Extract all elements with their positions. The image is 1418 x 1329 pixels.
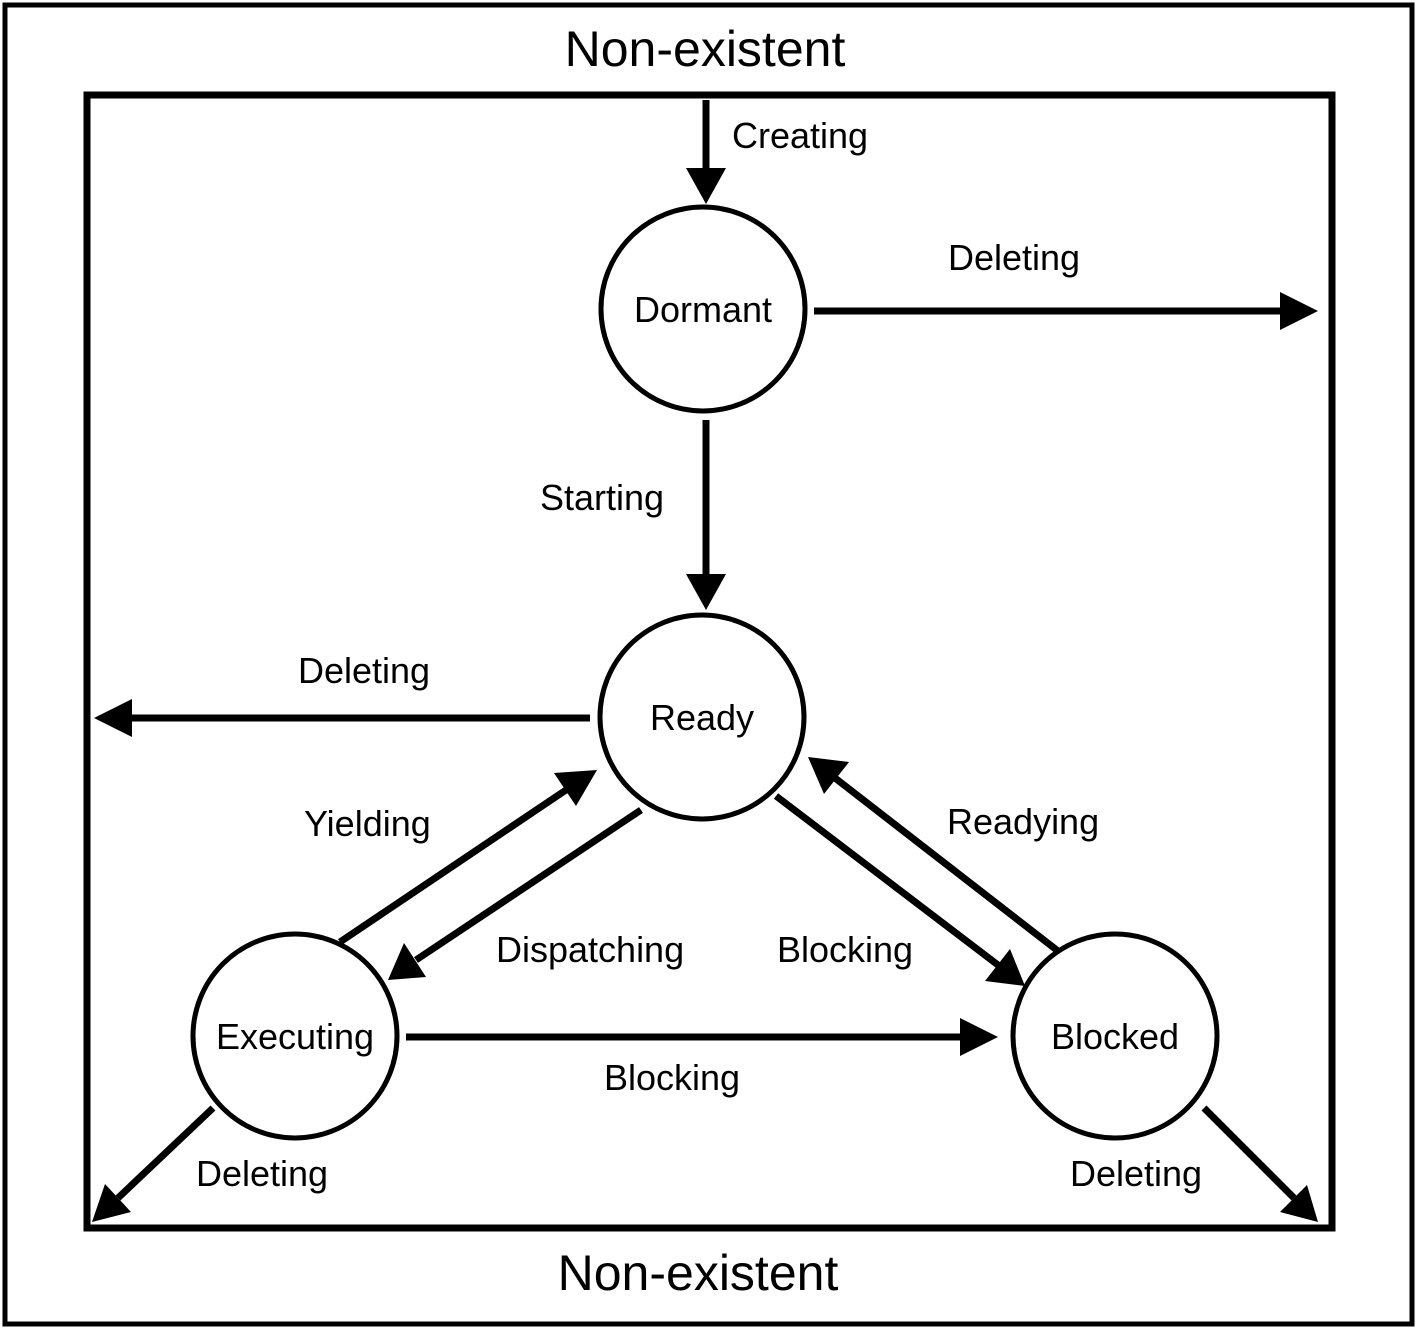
creating-label: Creating (732, 115, 868, 156)
dispatching-arrowhead (388, 943, 426, 980)
blocking-executing-arrowhead (960, 1018, 998, 1056)
readying-edge (832, 775, 1061, 954)
yielding-arrowhead (554, 770, 597, 806)
yielding-label: Yielding (304, 803, 431, 844)
deleting-dormant-label: Deleting (948, 237, 1080, 278)
state-blocked-label: Blocked (1051, 1016, 1179, 1057)
state-dormant-label: Dormant (634, 289, 772, 330)
deleting-blocked-arrowhead (1280, 1185, 1318, 1222)
state-executing: Executing (190, 931, 400, 1141)
starting-arrowhead (686, 574, 726, 610)
deleting-executing-edge (115, 1105, 216, 1201)
deleting-executing-arrowhead (92, 1184, 131, 1222)
state-ready: Ready (597, 612, 807, 822)
state-dormant: Dormant (598, 204, 808, 414)
state-executing-label: Executing (216, 1016, 374, 1057)
dispatching-label: Dispatching (496, 929, 684, 970)
yielding-edge (338, 787, 568, 945)
deleting-dormant-arrowhead (1280, 292, 1318, 330)
state-ready-label: Ready (650, 697, 754, 738)
inner-frame (83, 91, 1336, 1232)
dispatching-edge (414, 807, 643, 963)
blocking-ready-label: Blocking (777, 929, 913, 970)
deleting-ready-arrowhead (94, 699, 132, 737)
deleting-blocked-edge (1201, 1105, 1297, 1201)
state-blocked: Blocked (1010, 931, 1220, 1141)
blocking-executing-label: Blocking (604, 1057, 740, 1098)
blocking-ready-edge (773, 793, 1001, 968)
starting-label: Starting (540, 477, 664, 518)
creating-arrowhead (686, 168, 726, 204)
deleting-executing-label: Deleting (196, 1153, 328, 1194)
readying-arrowhead (808, 757, 849, 794)
non-existent-bottom-label: Non-existent (558, 1245, 839, 1301)
blocking-ready-arrowhead (985, 949, 1025, 986)
deleting-ready-label: Deleting (298, 650, 430, 691)
deleting-blocked-label: Deleting (1070, 1153, 1202, 1194)
readying-label: Readying (947, 801, 1099, 842)
non-existent-top-label: Non-existent (565, 21, 846, 77)
